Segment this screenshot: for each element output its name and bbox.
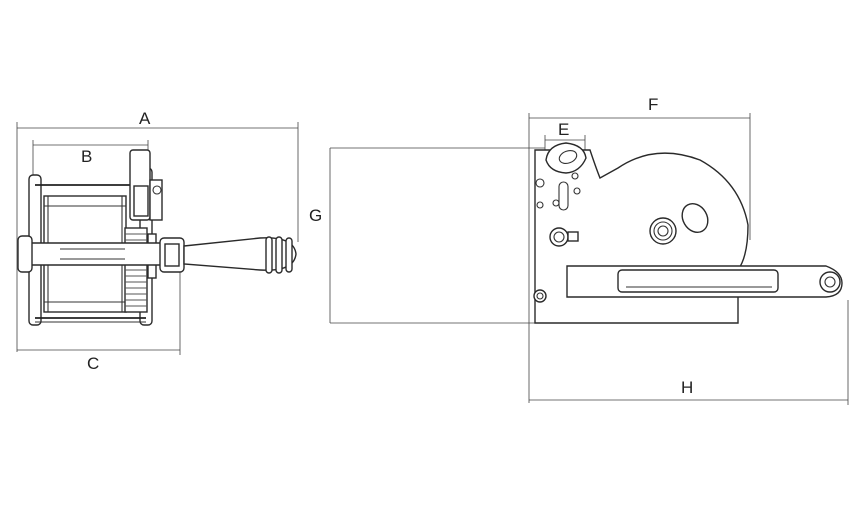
dimension-f: F (528, 95, 751, 403)
winch-side-view: F E G H (309, 95, 849, 405)
drive-shaft (21, 242, 173, 266)
dimension-a: A (16, 109, 299, 352)
dimension-h: H (529, 300, 849, 405)
top-tab (545, 142, 587, 174)
dimension-f-label: F (648, 95, 658, 114)
dimension-g-label: G (309, 206, 322, 225)
crank-end-eye (819, 271, 841, 293)
pinion-bolt (549, 227, 569, 247)
dimension-c: C (17, 270, 181, 373)
winch-front-view: A B C (16, 109, 299, 373)
dimension-b-label: B (81, 147, 92, 166)
dimension-e-label: E (558, 120, 569, 139)
dimension-h-label: H (681, 378, 693, 397)
dimension-e: E (544, 120, 586, 150)
crank-arm (566, 265, 843, 298)
crank-handle (183, 236, 297, 274)
mount-bolt (533, 289, 547, 303)
oval-cutout (681, 202, 709, 234)
dimension-c-label: C (87, 354, 99, 373)
gear-teeth (124, 227, 148, 313)
dimension-a-label: A (139, 109, 151, 128)
